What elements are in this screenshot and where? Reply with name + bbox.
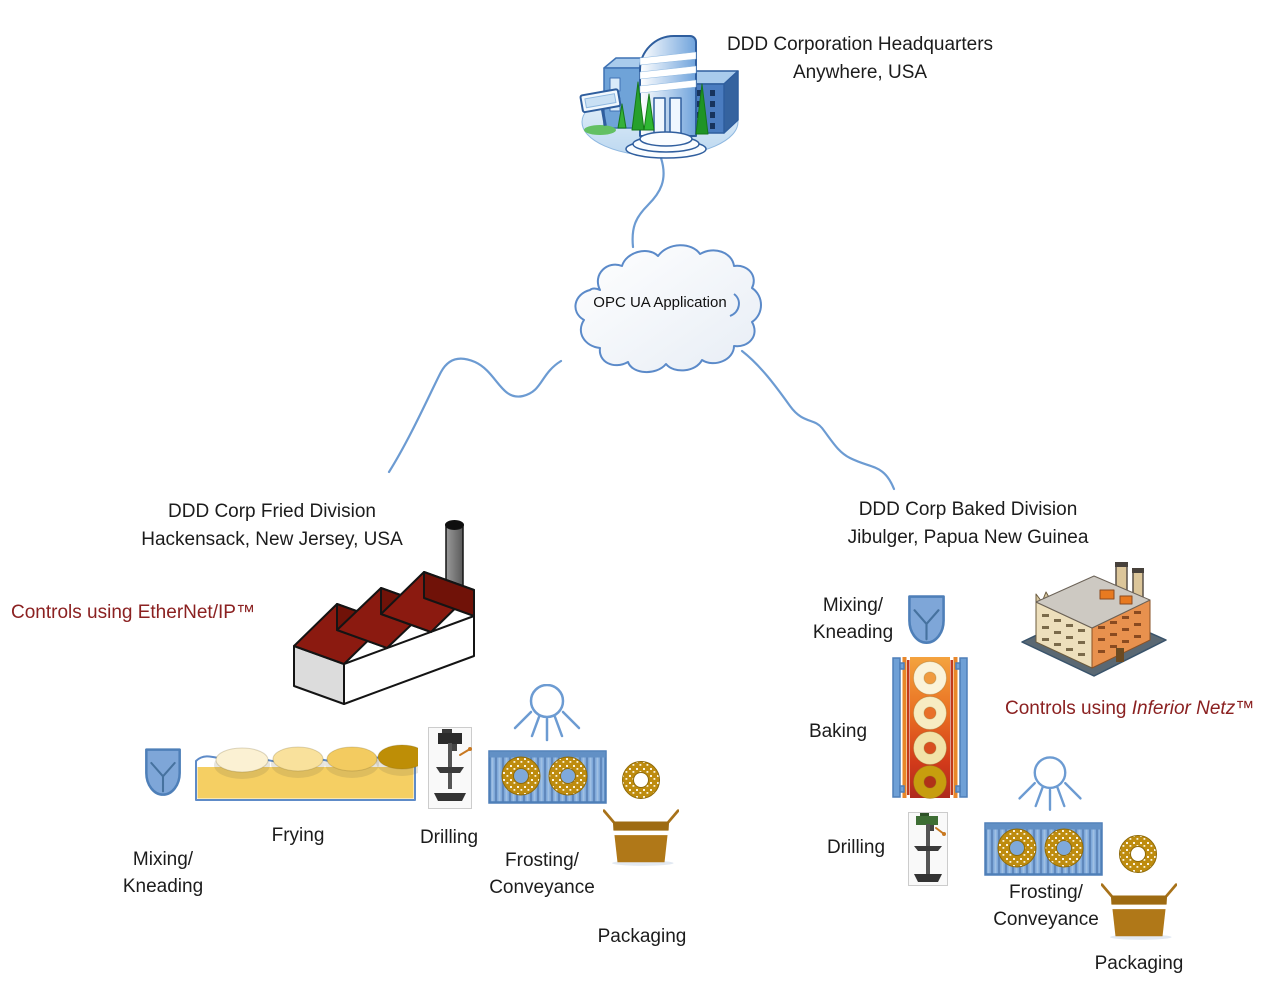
baked-sprinkler-icon (1018, 756, 1082, 811)
baked-frosting-label: Frosting/ Conveyance (993, 882, 1099, 930)
baked-drilling-label: Drilling (826, 837, 886, 858)
fried-drilling-label: Drilling (419, 827, 479, 848)
hq-to-cloud-line (631, 156, 665, 249)
fried-division-title-line1: DDD Corp Fried Division (168, 501, 376, 522)
fried-controls-text: Controls using EtherNet/IP™ (11, 602, 255, 623)
fried-sprinkler-icon (513, 684, 581, 742)
fried-frying-label: Frying (271, 825, 325, 846)
fried-fryer-icon (195, 744, 418, 801)
baked-conveyor-icon (984, 822, 1103, 876)
baked-trademark: ™ (1235, 698, 1255, 719)
hq-title: DDD Corporation Headquarters Anywhere, U… (705, 31, 1015, 87)
baked-protocol-name: Inferior Netz (1131, 698, 1236, 719)
fried-frosting-label: Frosting/ Conveyance (489, 850, 595, 898)
baked-division-title-line1: DDD Corp Baked Division (858, 499, 1078, 520)
baked-mixer-icon (908, 595, 945, 644)
sawtooth-factory-icon (293, 520, 475, 705)
baked-donut-icon (1119, 835, 1157, 873)
baked-packaging-box-icon (1101, 883, 1177, 940)
hq-title-line2: Anywhere, USA (792, 62, 928, 83)
baked-oven-icon (892, 657, 968, 799)
fried-trademark: ™ (235, 602, 255, 623)
cloud-icon (574, 244, 762, 373)
baked-mixing-label: Mixing/ Kneading (812, 595, 894, 643)
fried-division-title-line2: Hackensack, New Jersey, USA (141, 529, 403, 550)
fried-protocol-name: EtherNet/IP (137, 602, 236, 623)
hq-title-line1: DDD Corporation Headquarters (726, 34, 994, 55)
fried-packaging-box-icon (603, 809, 679, 866)
fried-conveyor-icon (488, 750, 607, 804)
hq-sign-icon (579, 88, 622, 127)
cloud-label: OPC UA Application (593, 294, 727, 311)
baked-drill-press-icon (908, 812, 948, 886)
baked-division-title-line2: Jibulger, Papua New Guinea (847, 527, 1089, 548)
baked-packaging-label: Packaging (1094, 953, 1184, 974)
fried-mixer-icon (145, 748, 181, 796)
fried-packaging-label: Packaging (597, 926, 687, 947)
baked-baking-label: Baking (808, 721, 868, 742)
baked-controls-text: Controls using Inferior Netz™ (1005, 698, 1255, 719)
fried-division-title: DDD Corp Fried Division Hackensack, New … (111, 498, 433, 554)
cloud-to-baked-line (740, 349, 896, 491)
cloud-to-fried-line (387, 357, 563, 474)
fried-mixing-label: Mixing/ Kneading (122, 849, 204, 897)
baked-division-title: DDD Corp Baked Division Jibulger, Papua … (808, 496, 1128, 552)
fried-drill-press-icon (428, 727, 472, 809)
brick-factory-icon (1021, 562, 1167, 677)
fried-donut-icon (622, 761, 660, 799)
office-building-icon (579, 35, 739, 159)
